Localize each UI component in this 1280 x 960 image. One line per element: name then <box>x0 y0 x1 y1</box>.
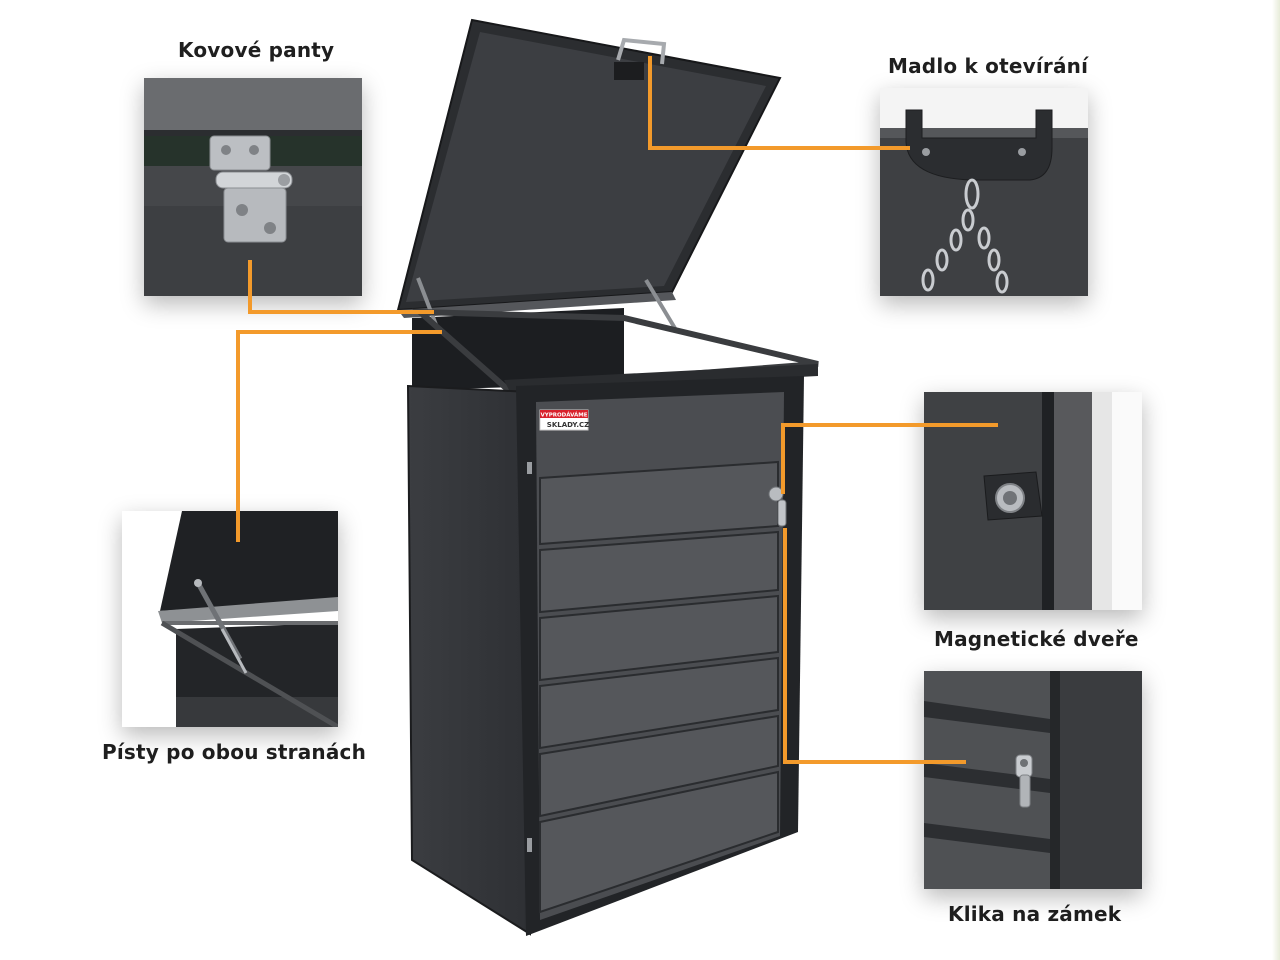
hinge-top-icon <box>527 462 532 474</box>
piston-icon <box>194 579 248 674</box>
lid <box>396 18 782 318</box>
callout-lock-handle <box>783 528 966 764</box>
callout-hinges <box>248 260 434 314</box>
label-hinges: Kovové panty <box>178 38 335 62</box>
handle-icon <box>905 109 1053 181</box>
lid-handle-icon <box>614 37 667 80</box>
badge-line1: VYPRODÁVÁME <box>541 412 588 419</box>
door-slats <box>539 460 779 914</box>
label-handle: Madlo k otevírání <box>888 54 1089 78</box>
badge-line2: SKLADY.CZ <box>547 421 589 429</box>
detail-handle-photo <box>880 88 1088 296</box>
lock-icon <box>983 471 1043 521</box>
right-edge-tint <box>1272 0 1280 960</box>
hinge-bottom-icon <box>527 838 532 852</box>
callout-magnetic-door <box>781 423 998 494</box>
label-pistons: Písty po obou stranách <box>102 740 367 764</box>
detail-pistons-photo <box>122 511 338 727</box>
piston-right-icon <box>644 278 678 332</box>
label-magnetic-door: Magnetické dveře <box>934 627 1139 651</box>
door-handle-icon <box>1015 754 1033 808</box>
callout-pistons <box>236 330 442 542</box>
label-lock-handle: Klika na zámek <box>948 902 1122 926</box>
chain-icon <box>921 178 1009 294</box>
hinge-icon <box>209 135 293 243</box>
detail-hinge-photo <box>144 78 362 296</box>
brand-badge: VYPRODÁVÁME SKLADY.CZ <box>539 409 589 431</box>
detail-lock-handle-photo <box>924 671 1142 889</box>
bin-illustration: VYPRODÁVÁME SKLADY.CZ <box>396 18 819 936</box>
callout-handle <box>648 56 910 150</box>
detail-magnetic-door-photo <box>924 392 1142 610</box>
